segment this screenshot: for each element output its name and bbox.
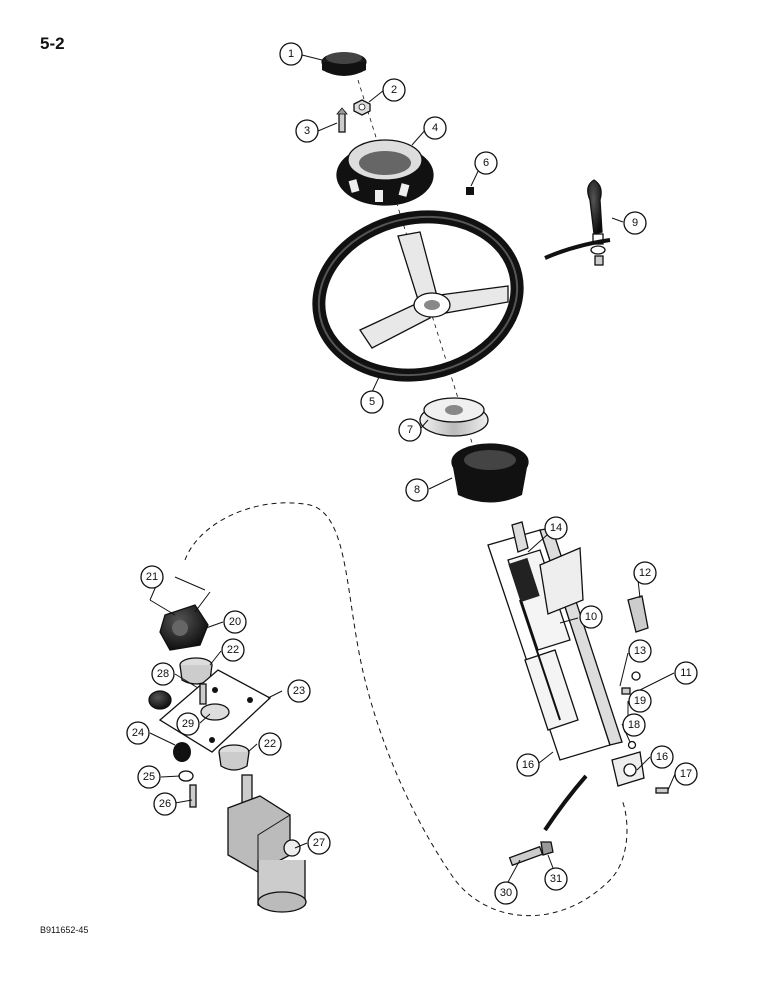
callout-7: 7 [398,418,422,442]
callout-12: 12 [633,561,657,585]
svg-text:7: 7 [407,424,413,436]
column-boot-part [451,443,529,503]
svg-text:2: 2 [391,84,397,96]
steering-control-unit-part [227,774,307,913]
svg-text:13: 13 [634,645,646,657]
svg-text:14: 14 [550,522,562,534]
callout-9: 9 [623,211,647,235]
callout-30: 30 [494,881,518,905]
steering-hub-part [419,397,489,437]
svg-text:22: 22 [227,644,239,656]
stud-part [336,107,348,133]
callout-8: 8 [405,478,429,502]
column-bracket-part [487,527,623,761]
callout-16b: 16 [650,745,674,769]
callout-24: 24 [126,721,150,745]
callout-1: 1 [279,42,303,66]
svg-text:19: 19 [634,695,646,707]
svg-text:5: 5 [369,396,375,408]
callout-26: 26 [153,792,177,816]
svg-text:30: 30 [500,887,512,899]
callout-2: 2 [382,78,406,102]
callout-29: 29 [176,712,200,736]
svg-text:10: 10 [585,611,597,623]
steering-column-shaft-part [508,521,561,721]
lower-seal-part [218,744,250,771]
svg-text:17: 17 [680,768,692,780]
svg-text:24: 24 [132,727,144,739]
svg-text:16: 16 [522,759,534,771]
svg-text:6: 6 [483,157,489,169]
svg-text:12: 12 [639,567,651,579]
knob-arrow [544,238,611,260]
svg-text:23: 23 [293,685,305,697]
svg-text:4: 4 [432,122,438,134]
svg-text:16: 16 [656,751,668,763]
mounting-plate-part [158,669,272,753]
mount-bolt-part [508,841,554,867]
callout-17: 17 [674,762,698,786]
callout-18: 18 [622,713,646,737]
callout-21: 21 [140,565,164,589]
svg-text:11: 11 [680,667,691,679]
callout-28: 28 [151,662,175,686]
figure-reference-code: B911652-45 [40,925,89,935]
svg-text:3: 3 [304,125,310,137]
svg-text:25: 25 [143,771,155,783]
callout-25: 25 [137,765,161,789]
callout-22b: 22 [258,732,282,756]
callout-14: 14 [544,516,568,540]
valve-block-part [149,591,211,651]
svg-text:31: 31 [550,873,562,885]
svg-text:20: 20 [229,616,241,628]
svg-text:27: 27 [313,837,325,849]
svg-text:1: 1 [288,48,294,60]
dashed-routing-line [184,502,628,917]
callout-20: 20 [223,610,247,634]
mount-arrow [543,774,588,832]
callout-22a: 22 [221,638,245,662]
hub-cover-part [336,139,434,206]
svg-text:22: 22 [264,738,276,750]
horn-cap-part [321,52,367,76]
svg-text:18: 18 [628,719,640,731]
page-number: 5-2 [40,34,65,53]
callout-23: 23 [287,679,311,703]
callout-16a: 16 [516,753,540,777]
svg-text:28: 28 [157,668,169,680]
callout-11: 11 [674,661,698,685]
svg-text:29: 29 [182,718,194,730]
svg-text:8: 8 [414,484,420,496]
small-nut-part [466,187,474,195]
svg-text:26: 26 [159,798,171,810]
callout-3: 3 [295,119,319,143]
callout-4: 4 [423,116,447,140]
callout-19: 19 [628,689,652,713]
callout-10: 10 [579,605,603,629]
callout-27: 27 [307,831,331,855]
spinner-knob-part [587,179,606,266]
callout-5: 5 [360,390,384,414]
callout-13: 13 [628,639,652,663]
callout-6: 6 [474,151,498,175]
svg-text:9: 9 [632,217,638,229]
callout-31: 31 [544,867,568,891]
nut-part [353,99,371,116]
adjust-knob-part [148,690,197,808]
steering-wheel-part [312,210,524,382]
svg-text:21: 21 [146,571,158,583]
